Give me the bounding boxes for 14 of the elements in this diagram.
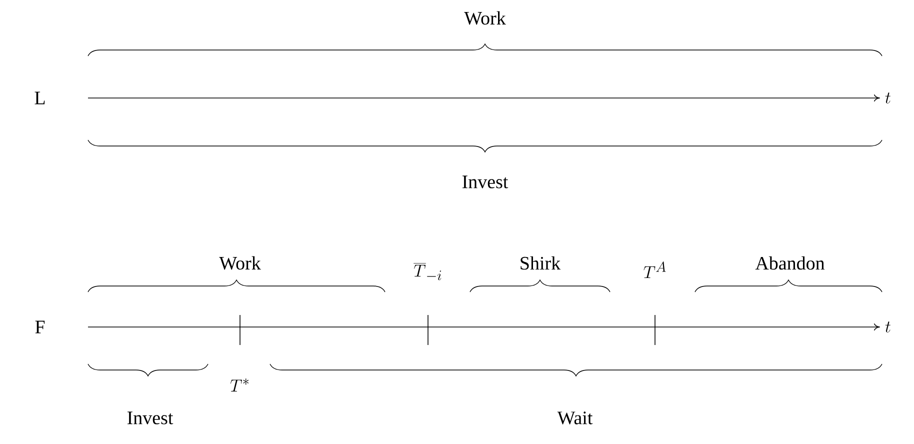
brace-label: Abandon (755, 256, 825, 270)
time-label: $t$ (885, 322, 890, 332)
row-label: F (35, 320, 45, 334)
brace-label: Wait (557, 412, 593, 424)
brace-label: Invest (127, 412, 174, 424)
brace-label: Invest (462, 176, 508, 188)
row-label: L (34, 92, 45, 104)
time-label: $t$ (885, 92, 890, 104)
tick-label: $T^*$ (230, 378, 249, 392)
brace-label: Work (219, 256, 261, 270)
tick-label: $T^A$ (644, 262, 666, 278)
brace-label: Shirk (520, 256, 561, 270)
tick-label: $\overline{T}_{-i}$ (414, 263, 442, 280)
brace-label: Work (464, 11, 506, 25)
